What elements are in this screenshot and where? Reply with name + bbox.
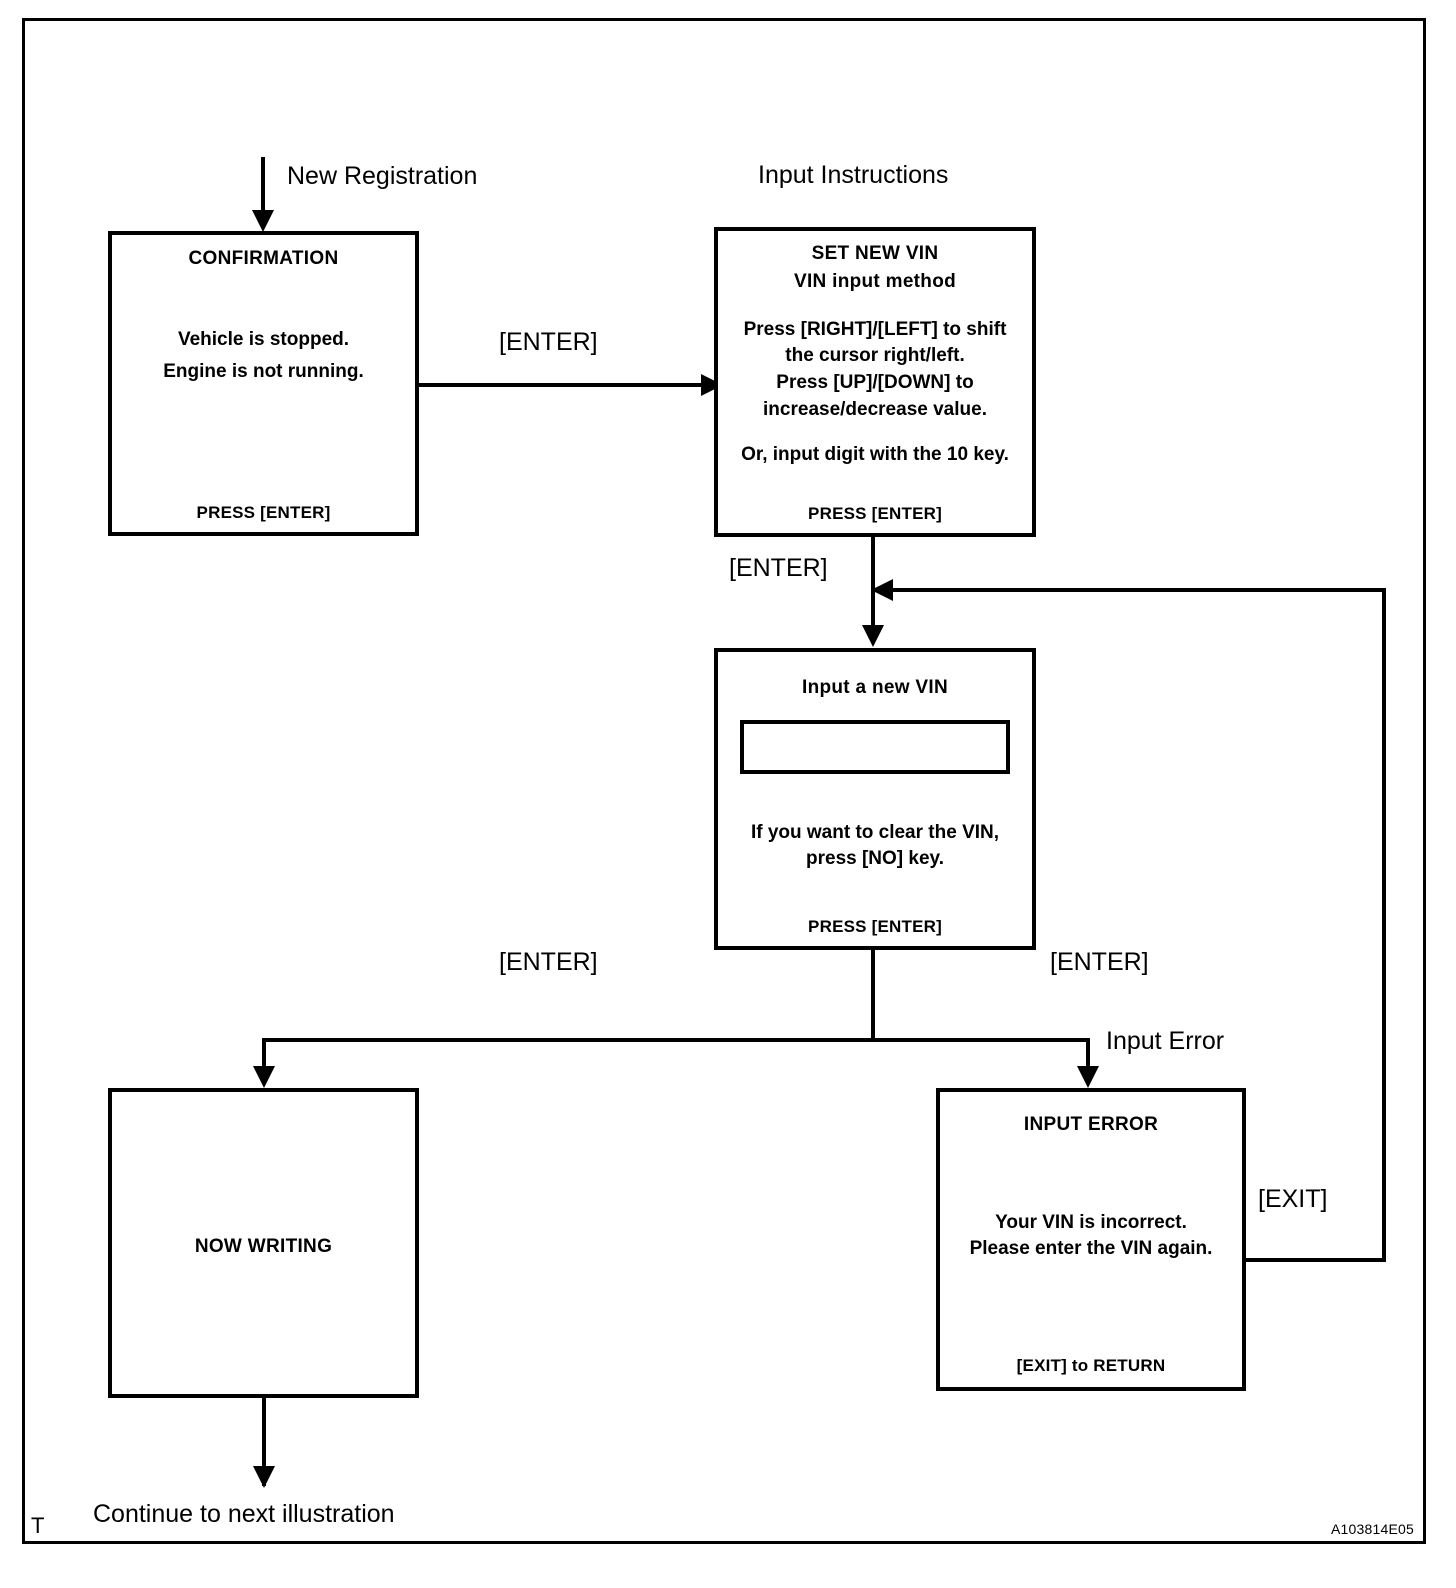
inputerror-body-line-2: Please enter the VIN again. <box>969 1238 1213 1259</box>
connector-branch-stem <box>871 950 875 1040</box>
setvin-body-line-3: Press [UP]/[DOWN] to <box>776 372 974 393</box>
connector-exit-return-horizontal-upper <box>893 588 1386 592</box>
label-input-instructions: Input Instructions <box>758 161 949 189</box>
screen-confirmation-inner: CONFIRMATION Vehicle is stopped. Engine … <box>112 235 415 532</box>
label-new-registration: New Registration <box>287 162 478 190</box>
connector-branch-crossbar <box>262 1038 1090 1042</box>
setvin-footer: PRESS [ENTER] <box>808 504 942 523</box>
connector-branch-left-drop <box>262 1038 266 1080</box>
connector-exit-return-horizontal-lower <box>1245 1258 1386 1262</box>
connector-branch-right-drop <box>1086 1038 1090 1080</box>
setvin-body-line-2: the cursor right/left. <box>785 345 965 366</box>
edge-label-enter-input-to-error: [ENTER] <box>1050 948 1149 976</box>
confirmation-footer: PRESS [ENTER] <box>196 503 331 522</box>
setvin-title-line-1: SET NEW VIN <box>811 243 939 264</box>
edge-label-enter-input-to-writing: [ENTER] <box>499 948 598 976</box>
connector-entry-arrowhead <box>252 210 274 232</box>
connector-exit-return-vertical <box>1382 588 1386 1262</box>
edge-label-enter-setvin-to-input: [ENTER] <box>729 554 828 582</box>
label-continue-next-illustration: Continue to next illustration <box>93 1500 395 1528</box>
screen-input-error-inner: INPUT ERROR Your VIN is incorrect. Pleas… <box>940 1092 1242 1387</box>
confirmation-body-line-1: Vehicle is stopped. <box>177 329 350 350</box>
vin-input-field[interactable] <box>740 720 1010 774</box>
setvin-title-line-2: VIN input method <box>793 271 957 292</box>
connector-setvin-to-input-arrowhead <box>862 625 884 647</box>
inputerror-footer: [EXIT] to RETURN <box>1016 1356 1166 1375</box>
inputvin-body-line-2: press [NO] key. <box>806 848 944 869</box>
connector-branch-left-arrowhead <box>253 1066 275 1088</box>
screen-confirmation[interactable]: CONFIRMATION Vehicle is stopped. Engine … <box>108 231 419 536</box>
confirmation-body-line-2: Engine is not running. <box>163 361 364 382</box>
label-input-error-branch: Input Error <box>1106 1027 1225 1055</box>
setvin-body-line-1: Press [RIGHT]/[LEFT] to shift <box>743 319 1007 340</box>
setvin-body-line-4: increase/decrease value. <box>763 399 987 420</box>
connector-branch-right-arrowhead <box>1077 1066 1099 1088</box>
connector-writing-to-continue-line <box>262 1398 266 1486</box>
connector-entry-line <box>261 157 265 217</box>
inputvin-footer: PRESS [ENTER] <box>808 917 942 936</box>
edge-label-enter-confirm-to-setvin: [ENTER] <box>499 328 598 356</box>
confirmation-title: CONFIRMATION <box>188 248 339 269</box>
inputvin-title: Input a new VIN <box>802 677 948 698</box>
connector-confirm-to-setvin-line <box>419 383 707 387</box>
screen-input-error[interactable]: INPUT ERROR Your VIN is incorrect. Pleas… <box>936 1088 1246 1391</box>
connector-exit-return-arrowhead <box>871 579 893 601</box>
page-border <box>22 18 1426 1544</box>
figure-code: A103814E05 <box>1331 1521 1414 1537</box>
edge-label-exit-return: [EXIT] <box>1258 1185 1328 1213</box>
screen-input-new-vin-inner: Input a new VIN If you want to clear the… <box>718 652 1032 946</box>
inputvin-body-line-1: If you want to clear the VIN, <box>750 822 1000 843</box>
nowwriting-title: NOW WRITING <box>194 1236 333 1257</box>
inputerror-body-line-1: Your VIN is incorrect. <box>995 1212 1187 1233</box>
corner-mark-t: T <box>31 1513 45 1538</box>
screen-set-new-vin-inner: SET NEW VIN VIN input method Press [RIGH… <box>718 231 1032 533</box>
connector-writing-to-continue-arrowhead <box>253 1466 275 1488</box>
screen-now-writing[interactable]: NOW WRITING <box>108 1088 419 1398</box>
screen-input-new-vin[interactable]: Input a new VIN If you want to clear the… <box>714 648 1036 950</box>
screen-now-writing-inner: NOW WRITING <box>112 1092 415 1394</box>
inputerror-title: INPUT ERROR <box>1023 1114 1159 1135</box>
setvin-body-line-5: Or, input digit with the 10 key. <box>741 444 1009 465</box>
screen-set-new-vin[interactable]: SET NEW VIN VIN input method Press [RIGH… <box>714 227 1036 537</box>
